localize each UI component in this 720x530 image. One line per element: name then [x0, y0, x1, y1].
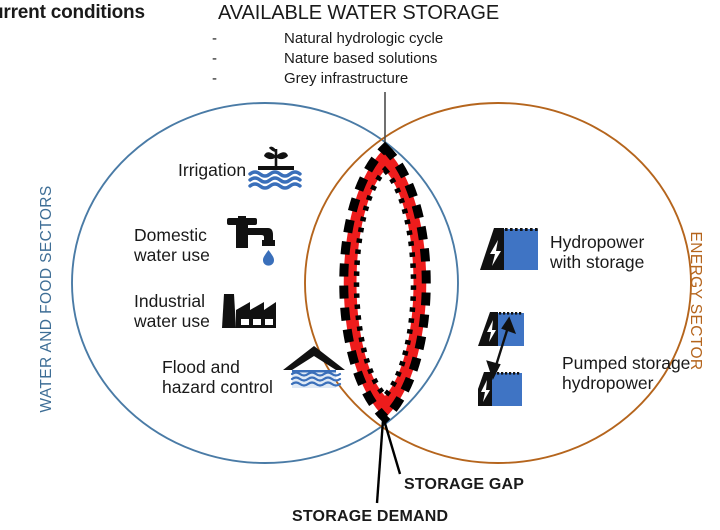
page-title: urrent conditions	[0, 2, 145, 23]
entry-label: Hydropower with storage	[550, 231, 645, 272]
entry-label: Irrigation	[178, 159, 247, 180]
flood-hazard-icon	[281, 344, 347, 399]
storage-gap-lens-outer	[339, 141, 431, 425]
factory-icon	[220, 286, 278, 337]
entry-hydropower-with-storage: Hydropower with storage	[478, 226, 644, 279]
pumped-flow-arrow	[486, 316, 517, 381]
storage-demand-label: STORAGE DEMAND	[292, 508, 449, 525]
list-item-label: Natural hydrologic cycle	[284, 30, 444, 47]
entry-label: Industrial water use	[134, 290, 210, 331]
storage-gap-label: STORAGE GAP	[404, 476, 525, 493]
faucet-icon	[220, 216, 278, 275]
entry-pumped-storage-hydropower: Pumped storage hydropower	[472, 310, 691, 415]
entry-label-line1: Pumped storage	[562, 352, 691, 373]
available-water-storage-heading: AVAILABLE WATER STORAGE	[218, 2, 500, 24]
storage-demand-lens-inner	[353, 165, 417, 401]
pumped-storage-icon	[472, 310, 554, 415]
water-food-sectors-label: WATER AND FOOD SECTORS	[38, 185, 55, 413]
entry-domestic-water-use: Domestic water use	[134, 216, 278, 275]
entry-label-line1: Hydropower	[550, 231, 645, 252]
entry-label-line2: with storage	[550, 251, 645, 272]
irrigation-icon	[248, 146, 304, 195]
list-item-label: Grey infrastructure	[284, 70, 409, 87]
storage-demand-leader-line	[375, 419, 385, 504]
available-water-storage-list: - Natural hydrologic cycle - Nature base…	[212, 30, 542, 90]
entry-irrigation: Irrigation	[178, 146, 304, 195]
list-item: - Natural hydrologic cycle	[212, 30, 542, 50]
bullet-dash: -	[212, 30, 217, 47]
entry-label: Pumped storage hydropower	[562, 352, 691, 393]
list-item-label: Nature based solutions	[284, 50, 438, 67]
entry-label-line2: hazard control	[162, 376, 273, 397]
entry-label-line1: Industrial	[134, 290, 206, 311]
list-item: - Nature based solutions	[212, 50, 542, 70]
entry-label-line2: water use	[134, 310, 210, 331]
entry-flood-hazard-control: Flood and hazard control	[162, 346, 347, 399]
hydropower-dam-icon	[478, 226, 540, 279]
entry-label-line2: hydropower	[562, 372, 654, 393]
storage-gap-leader-line	[382, 419, 402, 475]
bullet-dash: -	[212, 70, 217, 87]
entry-label: Flood and hazard control	[162, 356, 273, 397]
list-item: - Grey infrastructure	[212, 70, 542, 90]
entry-label: Domestic water use	[134, 224, 210, 265]
entry-label-line1: Flood and	[162, 356, 240, 377]
entry-label-line1: Domestic	[134, 224, 207, 245]
entry-industrial-water-use: Industrial water use	[134, 286, 278, 337]
bullet-dash: -	[212, 50, 217, 67]
entry-label-line2: water use	[134, 244, 210, 265]
